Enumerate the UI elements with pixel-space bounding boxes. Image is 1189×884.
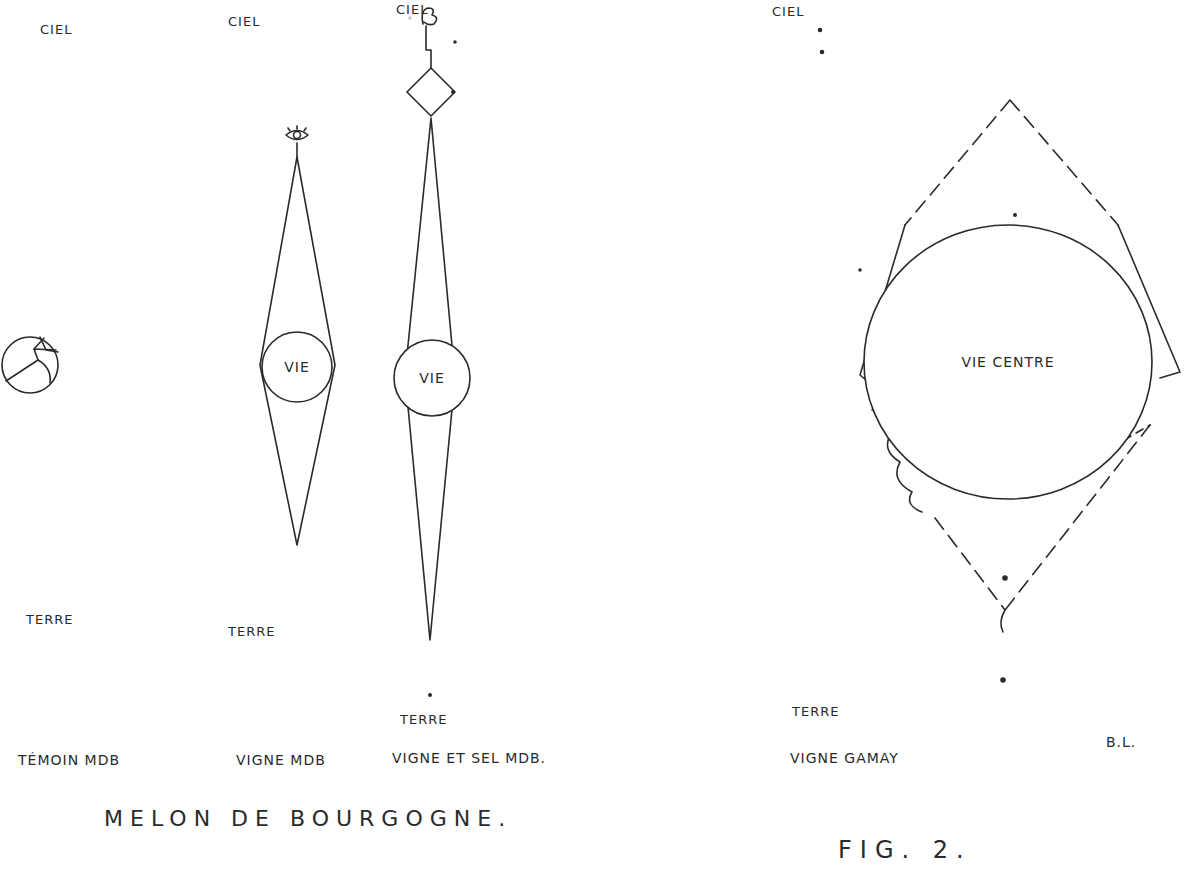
column-caption: VIGNE ET SEL MDB.	[392, 750, 546, 767]
gamay-figure	[819, 29, 1181, 683]
column-caption: VIGNE MDB	[236, 752, 326, 769]
node-text: VIE	[284, 359, 310, 375]
earth-label: TERRE	[400, 712, 447, 728]
dot	[429, 694, 431, 696]
life-circle: VIE	[261, 331, 333, 403]
sky-label: CIEL	[772, 4, 804, 20]
sky-label: CIEL	[40, 22, 72, 38]
initials: B.L.	[1106, 734, 1136, 751]
node-text: VIE	[419, 370, 445, 386]
witness-figure	[2, 337, 58, 393]
node-text: VIE CENTRE	[961, 354, 1054, 370]
earth-label: TERRE	[792, 704, 839, 720]
earth-label: TERRE	[228, 624, 275, 640]
eye-symbol	[286, 126, 308, 157]
sky-label: CIEL	[228, 14, 260, 30]
life-center-circle: VIE CENTRE	[863, 224, 1153, 500]
earth-label: TERRE	[26, 612, 73, 628]
diamond-outline	[260, 157, 335, 545]
life-circle: VIE	[393, 339, 471, 417]
small-diamond	[407, 68, 455, 116]
hook-symbol	[409, 8, 456, 93]
column-caption: VIGNE GAMAY	[790, 750, 899, 767]
figure-title: MELON DE BOURGOGNE.	[104, 806, 512, 832]
figure-caption: FIG. 2.	[838, 836, 972, 865]
sky-label: CIEL	[396, 2, 428, 18]
column-caption: TÉMOIN MDB	[18, 752, 120, 769]
